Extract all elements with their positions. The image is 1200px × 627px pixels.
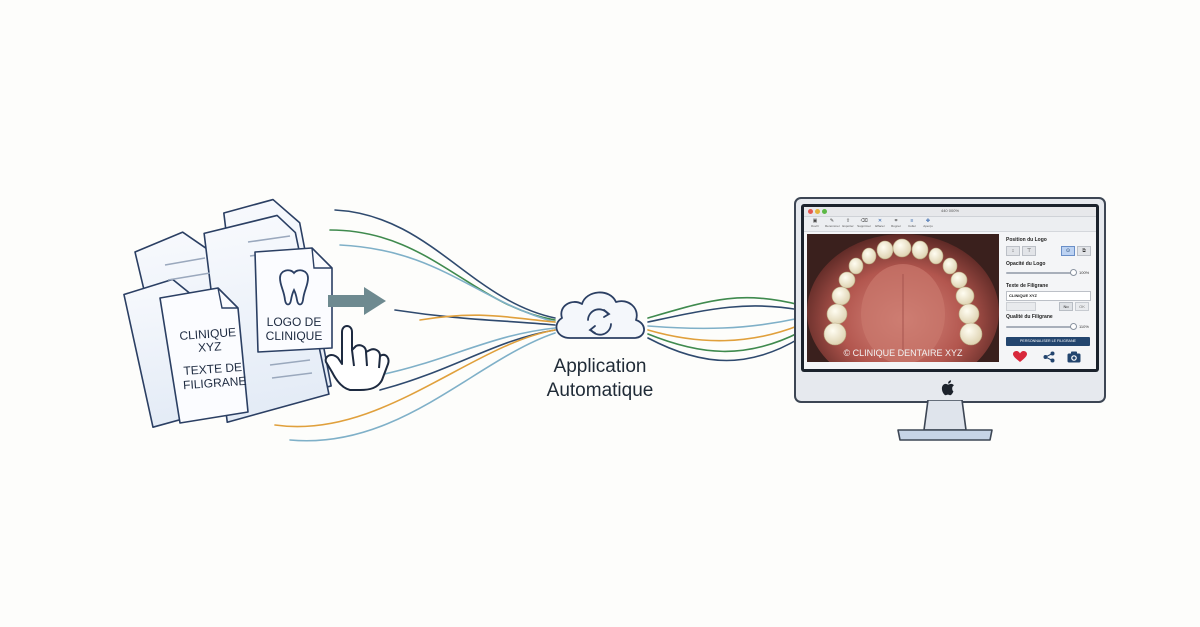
doc-left-line2: XYZ (198, 339, 222, 355)
opacity-value: 100% (1079, 270, 1090, 275)
toolbar: ▣ Ouvrir ✎ Renommer ⇪ Exporter ⌫ Supprim… (804, 217, 1096, 232)
settings-panel: Position du Logo ↕ ⊤ ⊙ ⧉ Opacité du Logo… (1003, 234, 1093, 366)
ok-button[interactable]: OK (1075, 302, 1089, 311)
document-logo: LOGO DE CLINIQUE (254, 247, 333, 353)
opacity-slider[interactable] (1006, 272, 1074, 274)
preview-icon: ✥ (925, 218, 931, 224)
position-btn-right[interactable]: ⧉ (1077, 246, 1091, 256)
watermark-text-label: Texte de Filigrane (1006, 283, 1049, 289)
window-title-bar: 440 000% (804, 207, 1096, 217)
delete-icon: ⌫ (860, 218, 868, 224)
app-label-line2: Automatique (547, 380, 654, 401)
flow-line-12 (647, 317, 801, 330)
teeth-image (807, 234, 999, 362)
flow-line-14 (647, 331, 801, 353)
apple-logo-icon (941, 380, 954, 396)
flow-line-8 (289, 332, 556, 442)
toolbar-item-2[interactable]: ⇪ Exporter (842, 218, 854, 228)
flow-line-5 (379, 327, 556, 376)
doc-left-line3: TEXTE DE (183, 360, 243, 378)
dental-photo: © CLINIQUE DENTAIRE XYZ (807, 234, 999, 362)
camera-icon[interactable] (1067, 351, 1081, 363)
flow-line-15 (647, 337, 801, 362)
quality-value: 110% (1079, 324, 1089, 329)
window-title: 440 000% (940, 208, 959, 213)
document-watermark-text: CLINIQUE XYZ TEXTE DE FILIGRANE (159, 287, 249, 424)
toolbar-item-0[interactable]: ▣ Ouvrir (808, 218, 822, 230)
doc-left-line1: CLINIQUE (179, 325, 237, 343)
position-label: Position du Logo (1006, 237, 1047, 243)
flow-line-9 (419, 314, 556, 323)
flow-line-11 (647, 305, 801, 323)
share-icon[interactable] (1043, 351, 1055, 363)
toolbar-item-3[interactable]: ⌫ Supprimer (857, 218, 871, 228)
export-icon: ⇪ (845, 218, 851, 224)
app-label-line1: Application (554, 356, 647, 377)
doc-logo-line2: CLINIQUE (266, 329, 323, 343)
monitor-stand (897, 400, 993, 441)
crop-icon: ⌗ (894, 218, 898, 224)
toolbar-item-5[interactable]: ⌗ Rogner (889, 218, 903, 230)
watermark-spare-input[interactable] (1006, 302, 1036, 311)
heart-icon[interactable] (1013, 351, 1027, 363)
app-window: 440 000% ▣ Ouvrir ✎ Renommer ⇪ Exporter (804, 207, 1096, 369)
quality-slider-thumb[interactable] (1070, 323, 1077, 330)
clear-icon: ✕ (877, 218, 883, 224)
hand-cursor-icon (324, 325, 390, 391)
monitor-screen: 440 000% ▣ Ouvrir ✎ Renommer ⇪ Exporter (801, 204, 1099, 372)
position-btn-center[interactable]: ⊙ (1061, 246, 1075, 256)
flow-line-7 (274, 329, 556, 428)
paste-icon: ≡ (910, 218, 914, 224)
flow-line-13 (647, 324, 801, 342)
flow-line-1 (334, 209, 556, 319)
flow-line-4 (394, 309, 556, 326)
rename-icon: ✎ (829, 218, 835, 224)
doc-logo-line1: LOGO DE (267, 315, 322, 329)
position-btn-top[interactable]: ⊤ (1022, 246, 1036, 256)
watermark-overlay: © CLINIQUE DENTAIRE XYZ (843, 348, 963, 358)
toolbar-item-4[interactable]: ✕ Effacer (873, 218, 887, 230)
watermark-text-input[interactable]: CLINIQUE XYZ (1006, 291, 1091, 301)
position-btn-left[interactable]: ↕ (1006, 246, 1020, 256)
sync-icon (587, 308, 612, 336)
monitor-chin (796, 375, 1104, 401)
toolbar-item-7[interactable]: ✥ Aperçu (921, 218, 935, 230)
minimize-dot[interactable] (815, 209, 820, 214)
opacity-slider-thumb[interactable] (1070, 269, 1077, 276)
opacity-label: Opacité du Logo (1006, 261, 1046, 267)
apply-watermark-button[interactable]: PERSONNALISER LE FILIGRANE (1006, 337, 1090, 346)
close-dot[interactable] (808, 209, 813, 214)
toolbar-item-6[interactable]: ≡ Coller (905, 218, 919, 230)
flow-line-10 (647, 296, 801, 319)
document-stack: CLINIQUE XYZ TEXTE DE FILIGRANE LOGO DE … (123, 198, 390, 429)
no-button[interactable]: No (1059, 302, 1073, 311)
quality-slider[interactable] (1006, 326, 1074, 328)
tooth-icon (279, 269, 309, 306)
toolbar-item-1[interactable]: ✎ Renommer (825, 218, 840, 228)
flow-line-3 (339, 244, 556, 323)
open-icon: ▣ (812, 218, 818, 224)
monitor: 440 000% ▣ Ouvrir ✎ Renommer ⇪ Exporter (794, 197, 1106, 403)
quality-label: Qualité du Filigrane (1006, 314, 1053, 320)
maximize-dot[interactable] (822, 209, 827, 214)
cloud-icon (555, 291, 645, 339)
arrow-right-icon (328, 287, 386, 315)
app-label: Application Automatique (547, 356, 654, 401)
doc-left-line4: FILIGRANE (183, 374, 247, 392)
